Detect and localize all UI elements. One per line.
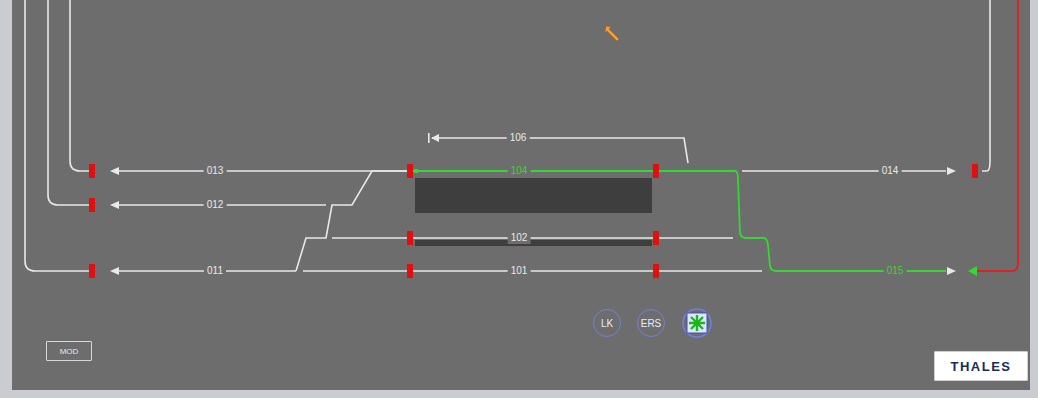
route-start-dot: [414, 169, 418, 173]
track-number: 012: [204, 199, 227, 211]
signal: [407, 264, 413, 278]
button-label: MOD: [60, 347, 79, 356]
track-number: 102: [508, 232, 531, 244]
track-number: 104: [508, 165, 531, 177]
signal: [407, 231, 413, 245]
track-line: [70, 0, 92, 171]
route-arrow: [968, 266, 977, 276]
track-line: [25, 0, 92, 271]
lock-button: LK: [593, 309, 621, 337]
platform: [415, 178, 652, 213]
track-number: 011: [204, 265, 226, 277]
arrow-head: [110, 267, 119, 275]
screen-ground: [12, 0, 1030, 390]
crossover-line: [296, 171, 410, 271]
locked-line: [977, 0, 1018, 271]
signal: [653, 264, 659, 278]
button-label: LK: [601, 318, 613, 329]
track-line: [48, 0, 92, 205]
arrow-heads: [110, 133, 956, 275]
track-number: 013: [204, 165, 227, 177]
star-button: [683, 309, 711, 337]
track-number: 015: [884, 265, 907, 277]
button-label: THALES: [951, 359, 1012, 374]
track-number: 014: [879, 165, 902, 177]
track-line: [432, 138, 688, 163]
route-line: [412, 171, 946, 271]
track-line: [742, 170, 946, 172]
mode-button: MOD: [46, 341, 92, 361]
signal: [89, 164, 95, 178]
buffer-stop: [428, 133, 430, 143]
signal: [407, 164, 413, 178]
signal: [653, 164, 659, 178]
button-face: [687, 313, 707, 333]
signals: [89, 164, 978, 278]
arrow-head: [947, 167, 956, 175]
button-ring: [683, 309, 711, 337]
arrow-head: [110, 201, 119, 209]
track-line: [982, 0, 990, 171]
track-lines: [25, 0, 990, 271]
button-label: ERS: [641, 318, 662, 329]
arrow-head: [947, 267, 956, 275]
star-icon: [689, 315, 705, 331]
signal: [972, 164, 978, 178]
arrow-head: [431, 134, 439, 142]
track-line: [118, 170, 410, 172]
arrow-head: [110, 167, 119, 175]
platform: [415, 240, 652, 246]
signal: [653, 231, 659, 245]
brand-logo: THALES: [934, 351, 1028, 381]
track-number: 106: [507, 132, 530, 144]
track-line: [332, 237, 733, 239]
erase-button: ERS: [637, 309, 665, 337]
track-number: 101: [508, 265, 531, 277]
signal: [89, 198, 95, 212]
signal: [89, 264, 95, 278]
track-line: [303, 270, 762, 272]
mouse-cursor: [605, 26, 619, 41]
